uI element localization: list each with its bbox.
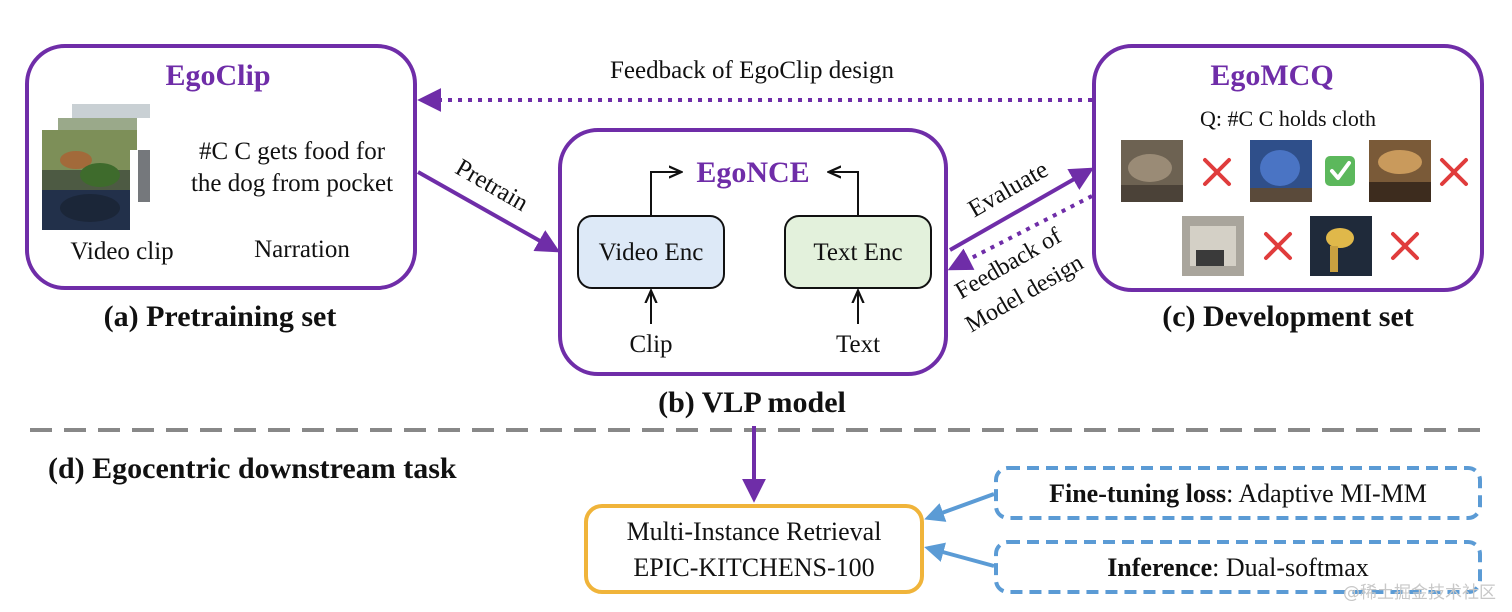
inference-bold: Inference [1107,553,1212,582]
video-enc-label: Video Enc [599,239,704,266]
vlp-model-caption: (b) VLP model [658,386,846,419]
development-caption: (c) Development set [1162,300,1414,333]
option-thumbnail-2 [1250,140,1312,202]
cross-icon [1391,232,1419,260]
task-box [584,504,924,594]
mcq-question: Q: #C C holds cloth [1200,106,1376,131]
option-thumbnail-1 [1121,140,1183,202]
inference-text: Inference: Dual-softmax [1107,553,1369,582]
video-clip-thumbnails [42,104,156,230]
narration-label: Narration [254,236,350,263]
pretraining-panel: EgoClip #C C gets food for the dog from … [25,44,417,333]
check-icon [1325,156,1355,186]
finetune-rest: : Adaptive MI-MM [1226,479,1427,508]
clip-input-label: Clip [629,331,672,358]
video-enc-to-egonce-arrow [650,172,680,216]
text-enc-to-egonce-arrow [830,172,859,216]
evaluate-arrow [949,167,1095,252]
task-line-1: Multi-Instance Retrieval [627,517,882,546]
task-line-2: EPIC-KITCHENS-100 [633,553,874,582]
downstream-caption: (d) Egocentric downstream task [48,452,457,485]
development-panel: EgoMCQ Q: #C C holds cloth [1092,44,1484,333]
text-enc-label: Text Enc [813,239,902,266]
pretraining-caption: (a) Pretraining set [104,300,337,333]
pretrain-label: Pretrain [451,154,533,217]
egoclip-title: EgoClip [165,59,270,92]
egonce-title: EgoNCE [696,156,809,189]
feedback-model-arrow [947,194,1093,271]
narration-line-1: #C C gets food for [199,138,386,165]
finetune-to-task-arrow [924,492,995,522]
evaluate-label: Evaluate [964,156,1053,223]
video-clip-label: Video clip [70,238,173,265]
cross-icon [1440,158,1468,186]
feedback-egoclip-label: Feedback of EgoClip design [610,57,894,84]
text-input-label: Text [836,331,880,358]
inference-rest: : Dual-softmax [1212,553,1369,582]
inference-to-task-arrow [924,542,995,568]
downstream-panel: (d) Egocentric downstream task Multi-Ins… [48,426,1482,594]
cross-icon [1203,158,1231,186]
vlp-model-panel: EgoNCE Video Enc Text Enc Clip Text (b) … [558,128,948,419]
pretrain-arrow [417,170,561,253]
option-thumbnail-3 [1369,140,1431,202]
option-thumbnail-5 [1310,216,1372,276]
watermark-text: @稀土掘金技术社区 [1343,583,1496,603]
cross-icon [1264,232,1292,260]
option-thumbnail-4 [1182,216,1244,276]
finetune-bold: Fine-tuning loss [1049,479,1226,508]
inference-box [994,540,1482,594]
narration-line-2: the dog from pocket [191,170,393,197]
egomcq-title: EgoMCQ [1210,59,1333,92]
finetune-text: Fine-tuning loss: Adaptive MI-MM [1049,479,1427,508]
finetune-box [994,466,1482,520]
